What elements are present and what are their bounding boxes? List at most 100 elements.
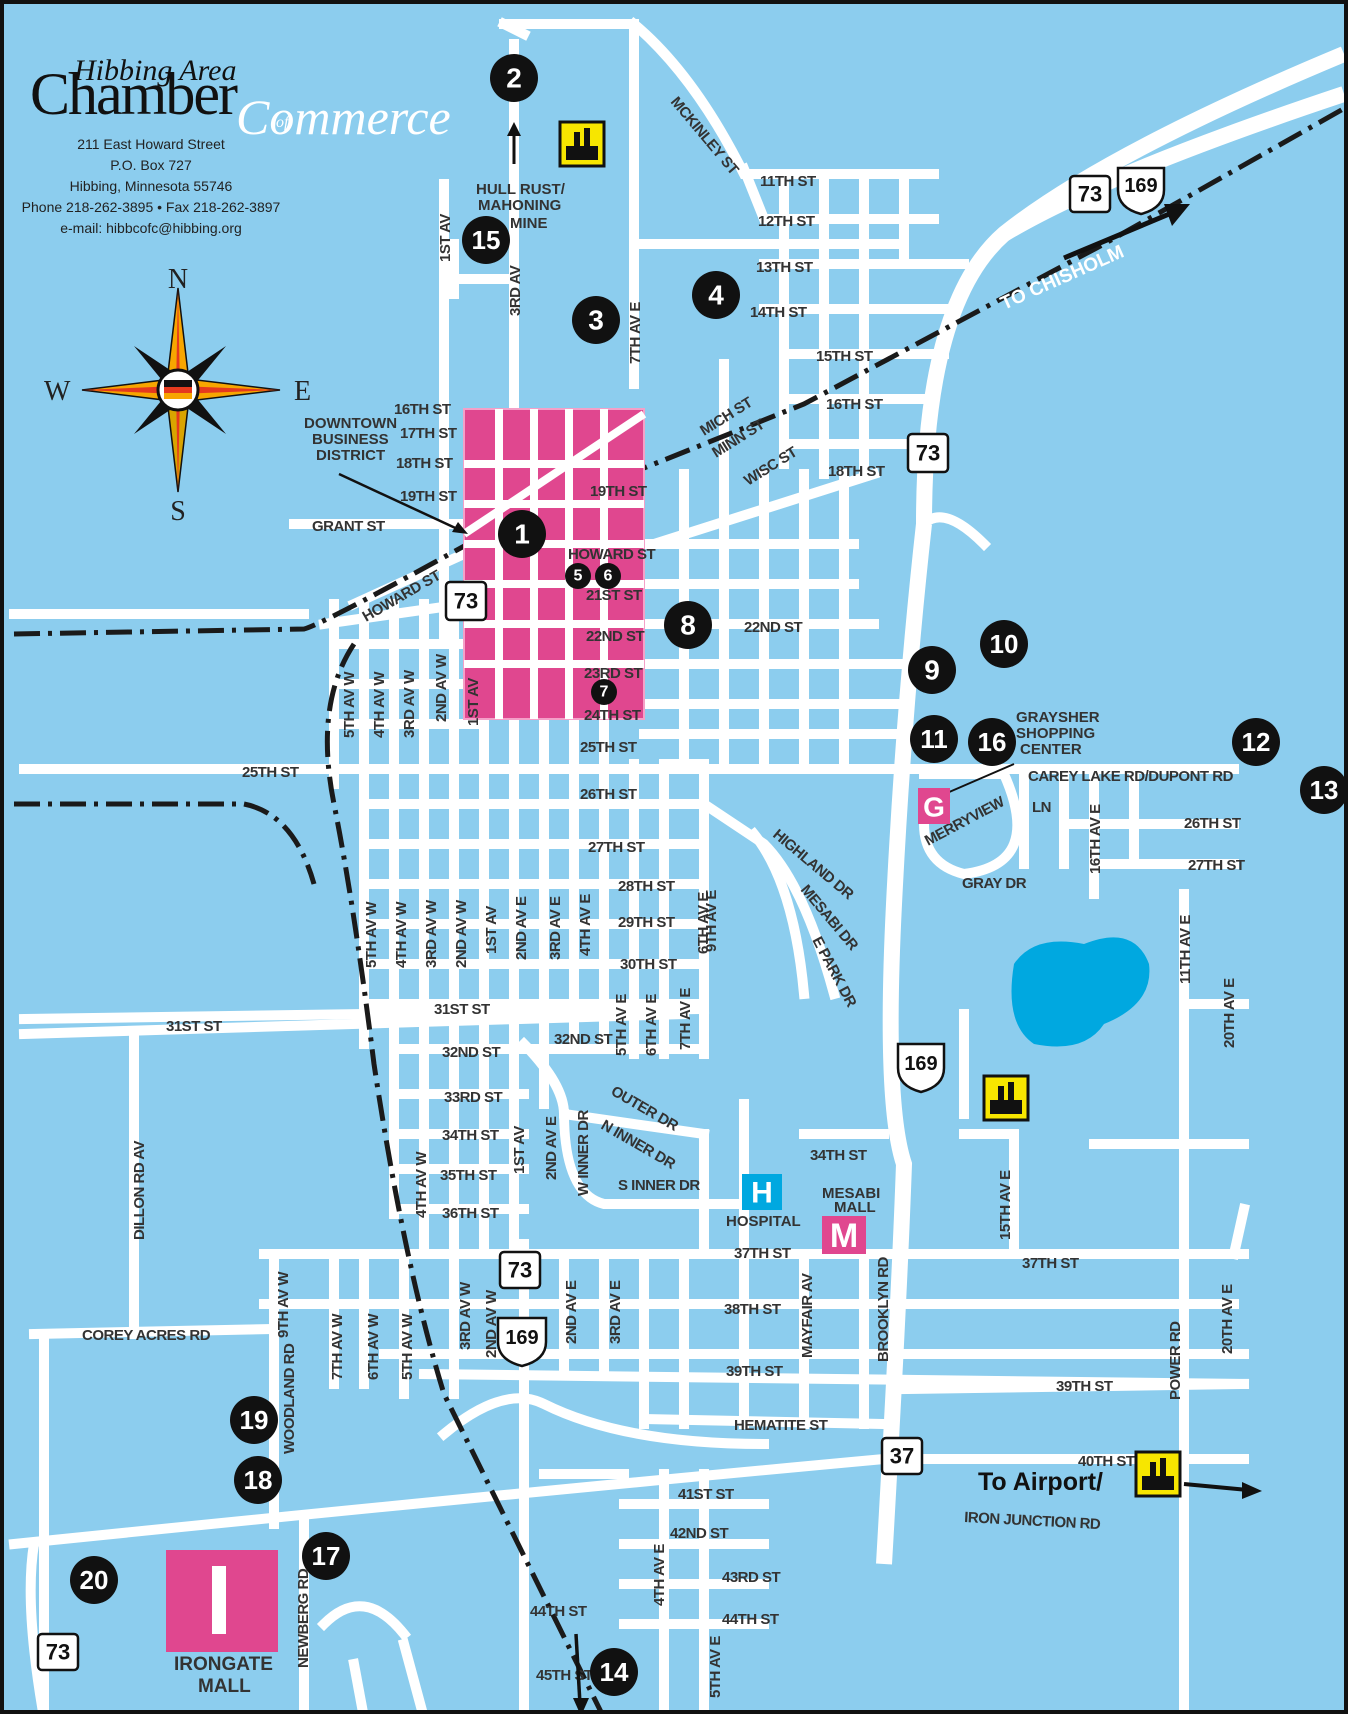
shield-73[interactable]: 73 <box>1068 174 1112 214</box>
shield-169[interactable]: 169 <box>896 1042 946 1094</box>
label-9th-av-e: 9TH AV E <box>703 890 720 952</box>
address-email: e-mail: hibbcofc@hibbing.org <box>60 220 242 236</box>
label-22nd-st: 22ND ST <box>586 628 645 645</box>
numbered-markers: 1 2 3 4 5 6 7 8 9 10 11 12 13 14 15 16 1… <box>70 54 1348 1696</box>
south-arrow-line <box>574 1633 582 1705</box>
marker-17[interactable]: 17 <box>302 1532 350 1580</box>
label-13th-st: 13TH ST <box>756 259 813 276</box>
label-6th-av-w: 6TH AV W <box>365 1313 382 1380</box>
shield-169[interactable]: 169 <box>1116 166 1166 216</box>
label-16th-st: 16TH ST <box>394 401 451 418</box>
shield-73[interactable]: 73 <box>498 1250 542 1290</box>
marker-2[interactable]: 2 <box>490 54 538 102</box>
address-street: 211 East Howard Street <box>77 136 225 152</box>
svg-text:15: 15 <box>472 225 501 255</box>
svg-text:16: 16 <box>978 727 1007 757</box>
label-11th-st: 11TH ST <box>760 173 816 190</box>
svg-text:169: 169 <box>904 1053 937 1075</box>
marker-7[interactable]: 7 <box>591 679 617 705</box>
marker-5[interactable]: 5 <box>565 563 591 589</box>
chisholm-arrow-line <box>1063 209 1175 261</box>
label-to-chisholm: TO CHISHOLM <box>997 241 1127 314</box>
compass-w: W <box>44 376 71 407</box>
label-20th-av-e: 20TH AV E <box>1221 978 1238 1048</box>
shield-73[interactable]: 73 <box>444 580 488 622</box>
label-4th-av-e-2: 4TH AV E <box>651 1544 668 1606</box>
shield-37[interactable]: 37 <box>880 1436 924 1476</box>
hospital-letter: H <box>751 1177 773 1210</box>
label-2nd-av-w-2: 2ND AV W <box>453 899 470 968</box>
label-43rd-st: 43RD ST <box>722 1569 781 1586</box>
shield-73[interactable]: 73 <box>36 1632 80 1672</box>
label-39th-st: 39TH ST <box>726 1363 783 1380</box>
label-40th-st: 40TH ST <box>1078 1453 1135 1470</box>
marker-19[interactable]: 19 <box>230 1396 278 1444</box>
marker-11[interactable]: 11 <box>910 715 958 763</box>
marker-8[interactable]: 8 <box>664 601 712 649</box>
road-network <box>8 16 1344 1710</box>
marker-12[interactable]: 12 <box>1232 718 1280 766</box>
svg-text:14: 14 <box>600 1657 629 1687</box>
marker-18[interactable]: 18 <box>234 1456 282 1504</box>
svg-text:73: 73 <box>46 1640 70 1665</box>
marker-4[interactable]: 4 <box>692 271 740 319</box>
label-4th-av-w-3: 4TH AV W <box>413 1151 430 1218</box>
header-chamber: Chamber <box>30 61 238 127</box>
label-33rd-st: 33RD ST <box>444 1089 503 1106</box>
marker-1[interactable]: 1 <box>498 510 546 558</box>
label-16th-st-east: 16TH ST <box>826 396 883 413</box>
mine-icon[interactable] <box>982 1074 1030 1122</box>
mine-icon[interactable] <box>558 120 606 168</box>
label-3rd-av-e-2: 3RD AV E <box>607 1280 624 1344</box>
label-31st-st-center: 31ST ST <box>434 1001 490 1018</box>
graysher-pointer <box>939 763 1015 797</box>
label-38th-st: 38TH ST <box>724 1301 781 1318</box>
marker-13[interactable]: 13 <box>1300 766 1348 814</box>
marker-9[interactable]: 9 <box>908 646 956 694</box>
svg-text:3: 3 <box>588 305 604 336</box>
shield-73[interactable]: 73 <box>906 432 950 474</box>
mesabi-mall-marker[interactable]: MESABI MALL M <box>822 1185 880 1255</box>
compass-e: E <box>294 376 311 407</box>
mine-arrow-head <box>507 122 521 136</box>
mine-icon[interactable] <box>1134 1450 1182 1498</box>
svg-text:13: 13 <box>1310 775 1339 805</box>
marker-3[interactable]: 3 <box>572 296 620 344</box>
label-25th-st-center: 25TH ST <box>580 739 637 756</box>
label-32nd-st-east: 32ND ST <box>554 1031 613 1048</box>
label-mayfair-av: MAYFAIR AV <box>799 1273 816 1358</box>
svg-text:6: 6 <box>604 568 613 585</box>
label-42nd-st: 42ND ST <box>670 1525 729 1542</box>
svg-text:7: 7 <box>600 684 609 701</box>
label-27th-st: 27TH ST <box>588 839 645 856</box>
marker-14[interactable]: 14 <box>590 1648 638 1696</box>
chamber-header <box>22 48 372 238</box>
marker-6[interactable]: 6 <box>595 563 621 589</box>
compass-n: N <box>168 264 188 295</box>
irongate-mall-marker[interactable]: IRONGATE MALL <box>166 1550 278 1697</box>
label-1st-av-2: 1ST AV <box>483 906 500 954</box>
shield-169[interactable]: 169 <box>496 1316 548 1368</box>
svg-text:37: 37 <box>890 1444 914 1469</box>
marker-15[interactable]: 15 <box>462 216 510 264</box>
compass-s: S <box>170 496 186 527</box>
label-36th-st: 36TH ST <box>442 1205 499 1222</box>
label-mine-3: MINE <box>510 215 548 232</box>
label-17th-st: 17TH ST <box>400 425 457 442</box>
label-irongate: IRONGATE <box>174 1654 273 1675</box>
label-5th-av-w: 5TH AV W <box>341 671 358 738</box>
label-corey-acres-rd: COREY ACRES RD <box>82 1327 211 1344</box>
marker-20[interactable]: 20 <box>70 1556 118 1604</box>
label-5th-av-w-3: 5TH AV W <box>399 1313 416 1380</box>
label-mine-1: HULL RUST/ <box>476 181 566 198</box>
label-35th-st: 35TH ST <box>440 1167 497 1184</box>
header-commerce: Commerce <box>236 89 451 145</box>
label-hematite-st: HEMATITE ST <box>734 1417 828 1434</box>
graysher-marker[interactable]: G <box>918 788 950 824</box>
hospital-marker[interactable]: H HOSPITAL <box>726 1174 801 1230</box>
label-12th-st: 12TH ST <box>758 213 815 230</box>
marker-10[interactable]: 10 <box>980 620 1028 668</box>
label-18th-st-east: 18TH ST <box>828 463 885 480</box>
marker-16[interactable]: 16 <box>968 718 1016 766</box>
